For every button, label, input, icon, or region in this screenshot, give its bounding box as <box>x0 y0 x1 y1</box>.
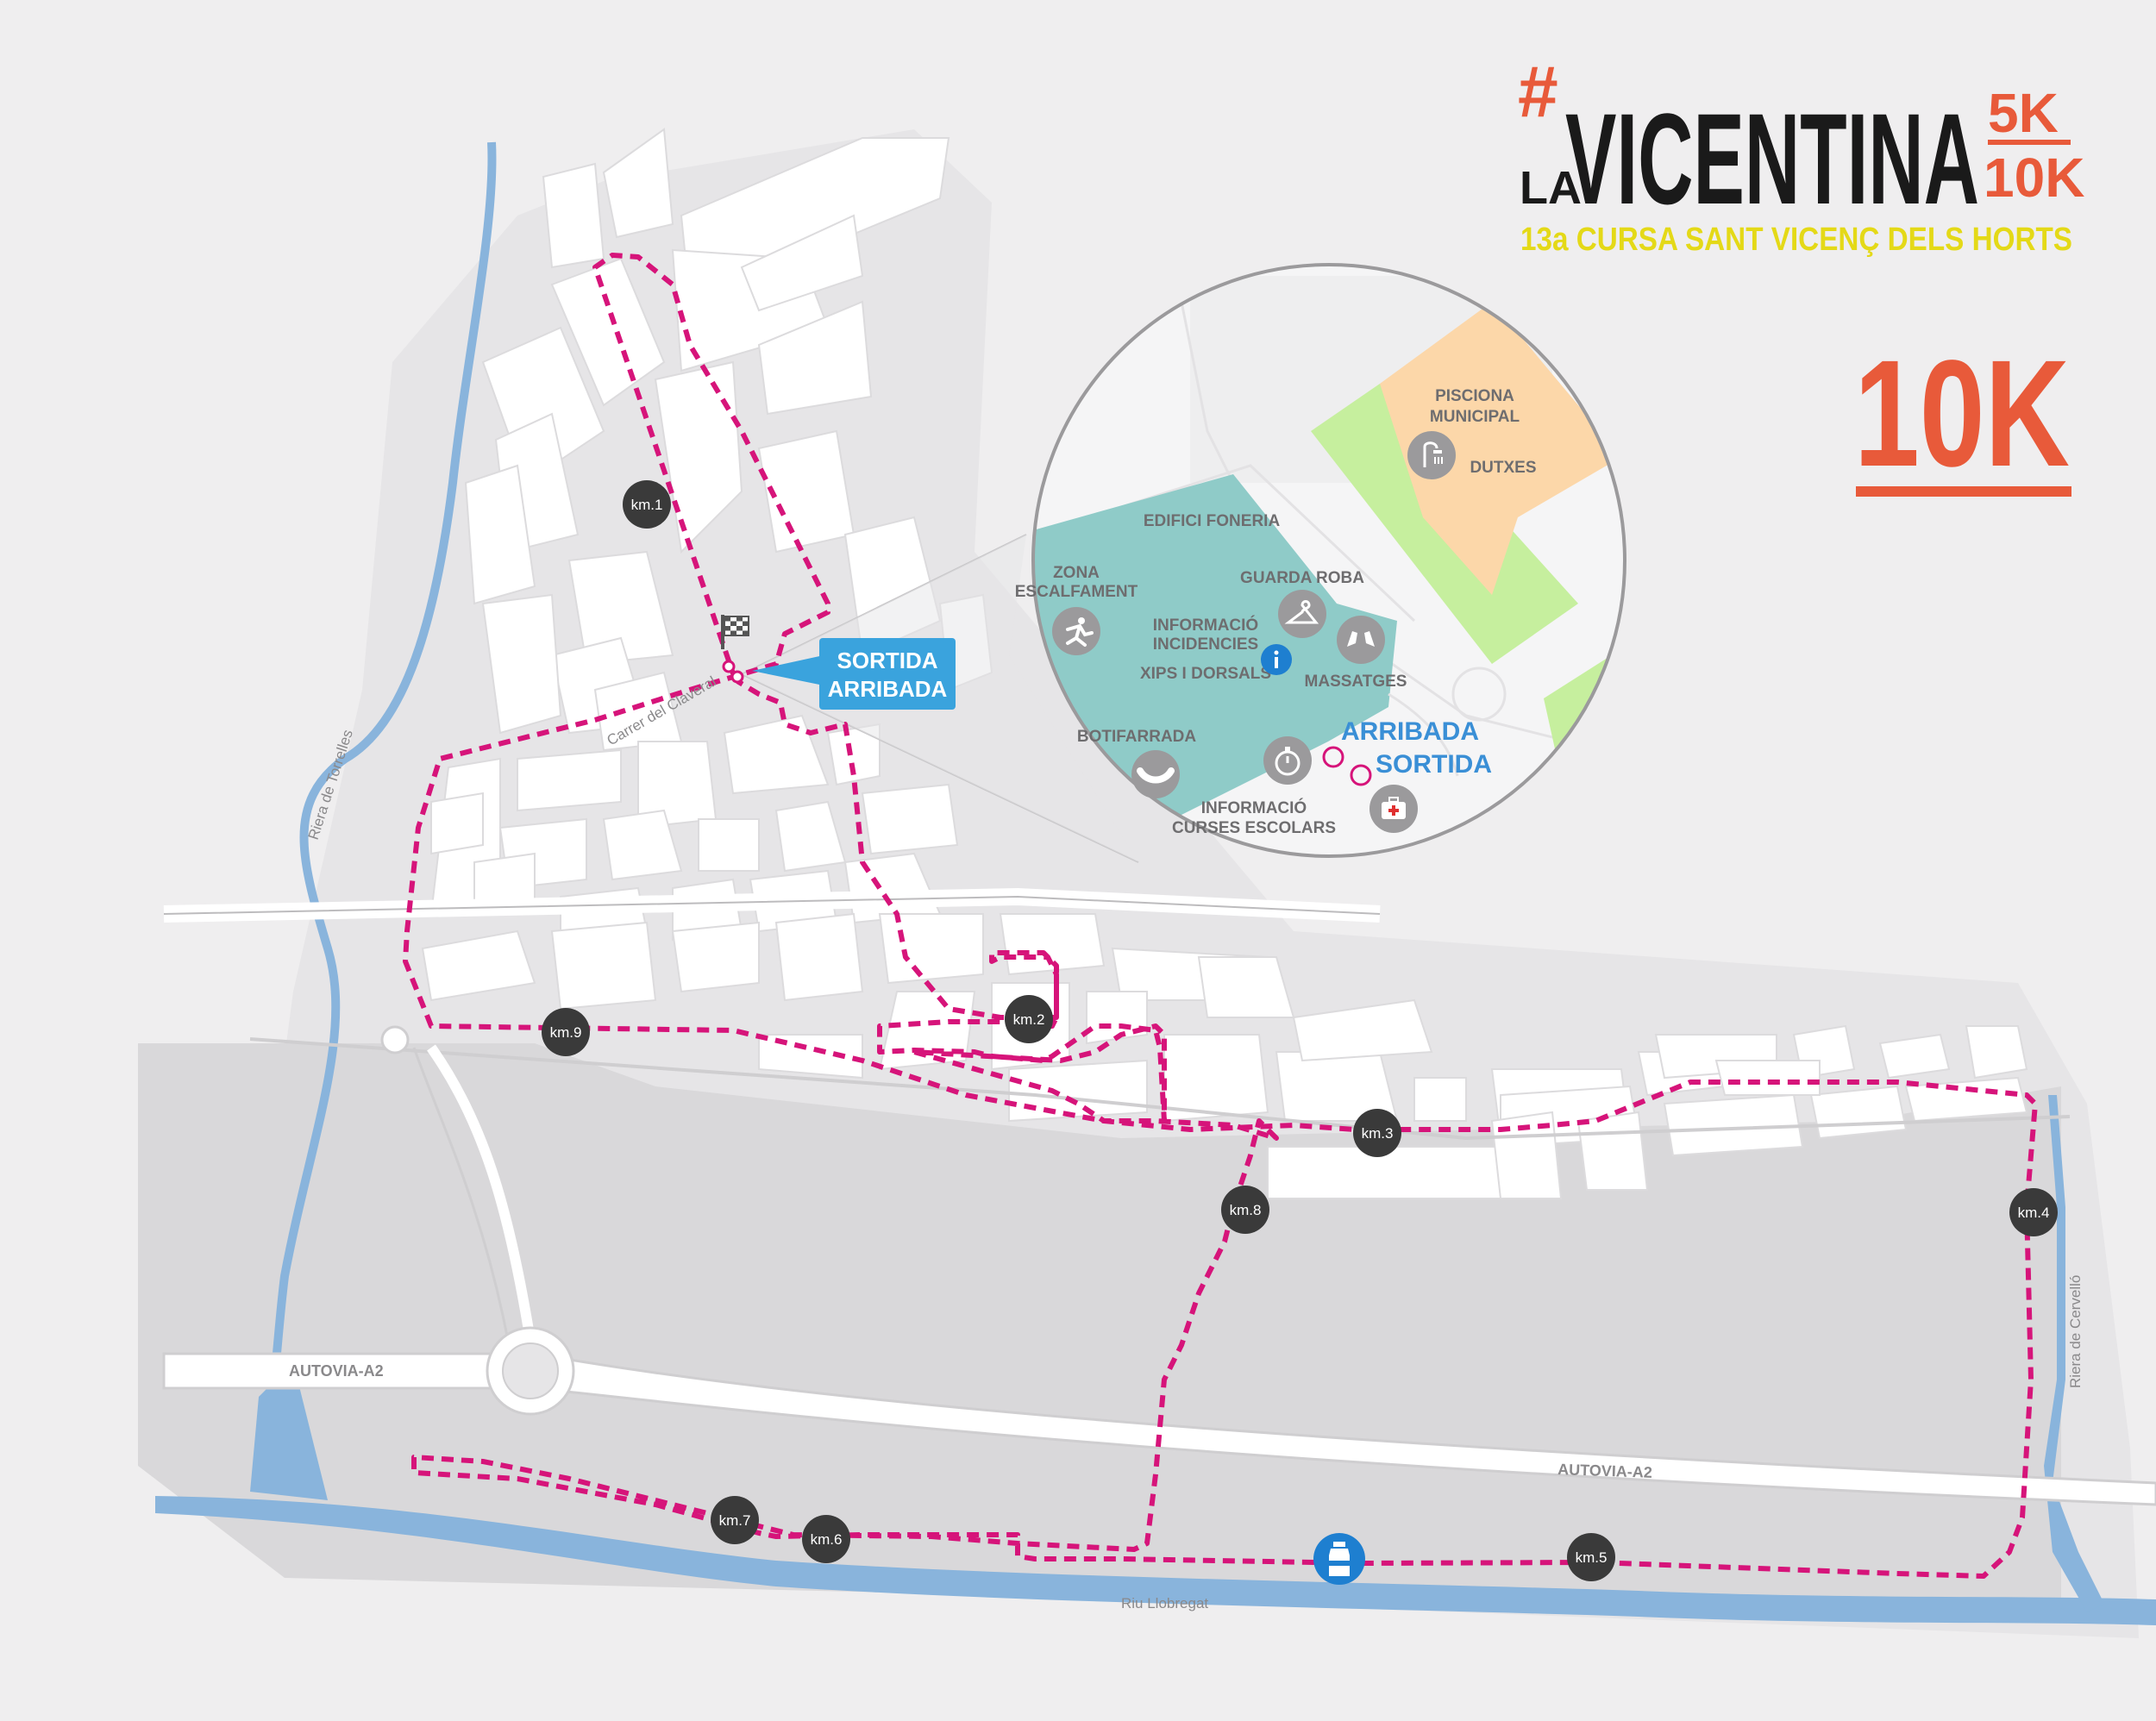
inset-arribada-point <box>1322 746 1344 768</box>
km-marker-4: km.4 <box>2009 1188 2058 1236</box>
svg-text:km.2: km.2 <box>1013 1011 1045 1028</box>
km-marker-2: km.2 <box>1005 995 1053 1043</box>
highway-label-east: AUTOVIA-A2 <box>1557 1461 1652 1481</box>
logo-hash: # <box>1518 51 1558 132</box>
callout-arribada: ARRIBADA <box>828 676 948 702</box>
piscina-label-2: MUNICIPAL <box>1430 408 1520 426</box>
foneria-label: EDIFICI FONERIA <box>1144 512 1281 530</box>
svg-text:km.3: km.3 <box>1362 1125 1394 1142</box>
info-escolars-label-1: INFORMACIÓ <box>1201 798 1307 817</box>
svg-text:km.5: km.5 <box>1576 1549 1608 1566</box>
inset-labels: PISCIONA MUNICIPAL DUTXES EDIFICI FONERI… <box>1015 387 1537 837</box>
info-escolars-label-2: CURSES ESCOLARS <box>1172 819 1336 837</box>
autovia-a2-highway <box>162 1352 2156 1506</box>
highway-label-west: AUTOVIA-A2 <box>289 1362 384 1380</box>
inset-sortida-label: SORTIDA <box>1376 750 1492 779</box>
start-finish-callout: SORTIDA ARRIBADA <box>752 638 956 710</box>
small-roundabout <box>380 1025 410 1055</box>
svg-text:km.1: km.1 <box>631 497 663 513</box>
piscina-building <box>1380 302 1621 595</box>
logo-la: LA <box>1520 162 1582 214</box>
race-distance-title: 10K <box>1854 329 2070 498</box>
railway <box>163 887 1381 923</box>
edifici-foneria-area <box>1033 474 1397 854</box>
riera-de-torrelles-river-wide <box>250 1362 328 1500</box>
km-marker-9: km.9 <box>542 1008 590 1056</box>
svg-text:km.4: km.4 <box>2018 1205 2050 1221</box>
callout-sortida: SORTIDA <box>837 648 938 673</box>
km-marker-6: km.6 <box>802 1515 850 1563</box>
riera-de-torrelles-river <box>254 141 497 1493</box>
sausage-icon <box>1131 750 1180 798</box>
inset-detail-map <box>1033 265 1625 856</box>
race-distance-underline <box>1856 486 2071 497</box>
info-incidencies-label-2: INCIDENCIES <box>1153 635 1258 654</box>
first-aid-icon <box>1369 785 1418 833</box>
water-bottle-icon <box>1313 1533 1365 1585</box>
km-marker-8: km.8 <box>1221 1186 1269 1234</box>
km-marker-1: km.1 <box>623 480 671 529</box>
km-marker-3: km.3 <box>1353 1109 1401 1157</box>
city-blocks <box>421 128 2028 1199</box>
guarda-roba-label: GUARDA ROBA <box>1240 569 1364 587</box>
zona-label-2: ESCALFAMENT <box>1015 583 1138 601</box>
svg-text:km.8: km.8 <box>1230 1202 1262 1218</box>
shower-icon <box>1407 431 1456 479</box>
dutxes-label: DUTXES <box>1470 459 1536 477</box>
finish-flag-icon <box>721 615 749 649</box>
svg-text:km.7: km.7 <box>719 1512 751 1529</box>
massatges-label: MASSATGES <box>1305 673 1407 691</box>
roads <box>249 1037 2071 1346</box>
km-marker-7: km.7 <box>711 1496 759 1544</box>
km-marker-5: km.5 <box>1567 1533 1615 1581</box>
riera-cervello-label: Riera de Cervelló <box>2067 1275 2084 1388</box>
runner-icon <box>1052 607 1100 655</box>
massage-hands-icon <box>1337 616 1385 664</box>
inset-sortida-point <box>1350 764 1372 786</box>
info-icon <box>1261 644 1292 675</box>
botifarrada-label: BOTIFARRADA <box>1077 728 1197 746</box>
logo-subtitle: 13a CURSA SANT VICENÇ DELS HORTS <box>1520 222 2072 258</box>
zona-label-1: ZONA <box>1053 564 1100 582</box>
inset-arribada-label: ARRIBADA <box>1341 717 1479 746</box>
race-logo: # LA VICENTINA 5K 10K 13a CURSA SANT VIC… <box>1518 51 2084 258</box>
logo-5k: 5K <box>1988 82 2059 144</box>
logo-10k: 10K <box>1984 147 2084 209</box>
riera-de-cervello-river <box>2044 1095 2104 1612</box>
riu-llobregat-river <box>155 1496 2156 1625</box>
xips-dorsals-label: XIPS I DORSALS <box>1140 665 1271 683</box>
riu-llobregat-label: Riu Llobregat <box>1121 1595 1208 1611</box>
svg-text:km.9: km.9 <box>550 1024 582 1041</box>
svg-text:km.6: km.6 <box>811 1531 843 1548</box>
finish-point <box>730 670 744 684</box>
info-incidencies-label-1: INFORMACIÓ <box>1153 616 1258 635</box>
stopwatch-icon <box>1263 736 1312 785</box>
inset-border <box>1031 263 1626 858</box>
hanger-icon <box>1278 590 1326 638</box>
start-point <box>722 660 736 673</box>
logo-name: VICENTINA <box>1565 86 1979 231</box>
piscina-label-1: PISCIONA <box>1435 387 1514 405</box>
